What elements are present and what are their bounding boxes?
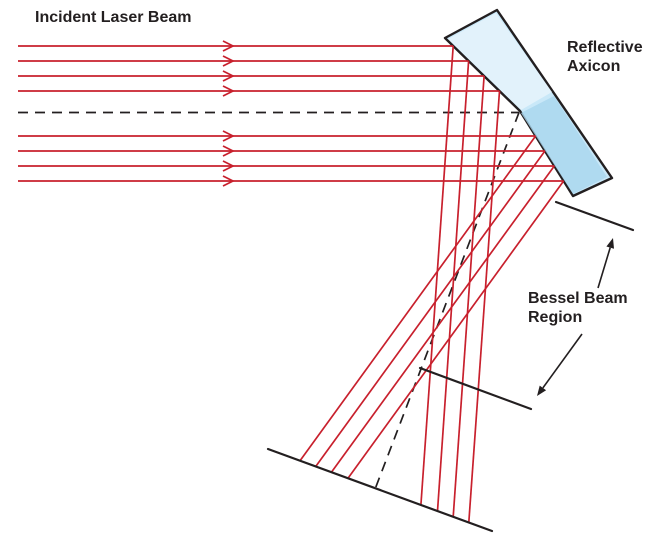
annotation-arrows xyxy=(537,238,614,396)
axicon-highlight xyxy=(448,13,552,110)
arrow-to-region-end-head-icon xyxy=(537,385,547,396)
incident-beam-rays xyxy=(18,40,564,187)
reflected-ray xyxy=(347,180,565,479)
arrow-to-region-start-head-icon xyxy=(606,238,614,249)
reflected-ray xyxy=(299,135,537,462)
reflective-axicon xyxy=(443,8,614,198)
bessel-region-start-line xyxy=(554,200,635,232)
arrow-to-region-end xyxy=(542,333,583,389)
output-plane-line xyxy=(266,447,494,533)
reflected-ray xyxy=(436,60,470,512)
ray-arrowhead-icon xyxy=(222,145,235,157)
reflected-ray xyxy=(420,45,455,506)
reflective-axicon-label-line2: Axicon xyxy=(567,58,620,75)
bessel-region-end-line xyxy=(418,366,533,411)
ray-arrowhead-icon xyxy=(222,85,235,97)
ray-arrowhead-icon xyxy=(222,55,235,67)
bessel-beam-region-label-line2: Region xyxy=(528,309,582,326)
arrow-to-region-start xyxy=(597,247,611,289)
reflective-axicon-label-line1: Reflective xyxy=(567,39,643,56)
reflected-beam-rays xyxy=(299,45,565,523)
bessel-beam-region-label-line1: Bessel Beam xyxy=(528,290,628,307)
reflected-ray xyxy=(452,75,485,517)
ray-arrowhead-icon xyxy=(222,160,235,172)
region-markers xyxy=(266,200,635,533)
incident-laser-beam-label: Incident Laser Beam xyxy=(35,9,192,26)
reflected-ray xyxy=(330,165,555,473)
optical-axis-reflected xyxy=(374,112,520,489)
ray-arrowhead-icon xyxy=(222,175,235,187)
reflected-ray xyxy=(467,90,501,523)
ray-arrowhead-icon xyxy=(222,40,235,52)
optical-axis xyxy=(18,111,520,489)
ray-arrowhead-icon xyxy=(222,130,235,142)
reflected-ray xyxy=(315,150,546,467)
axicon-shade xyxy=(521,96,607,194)
ray-arrowhead-icon xyxy=(222,70,235,82)
